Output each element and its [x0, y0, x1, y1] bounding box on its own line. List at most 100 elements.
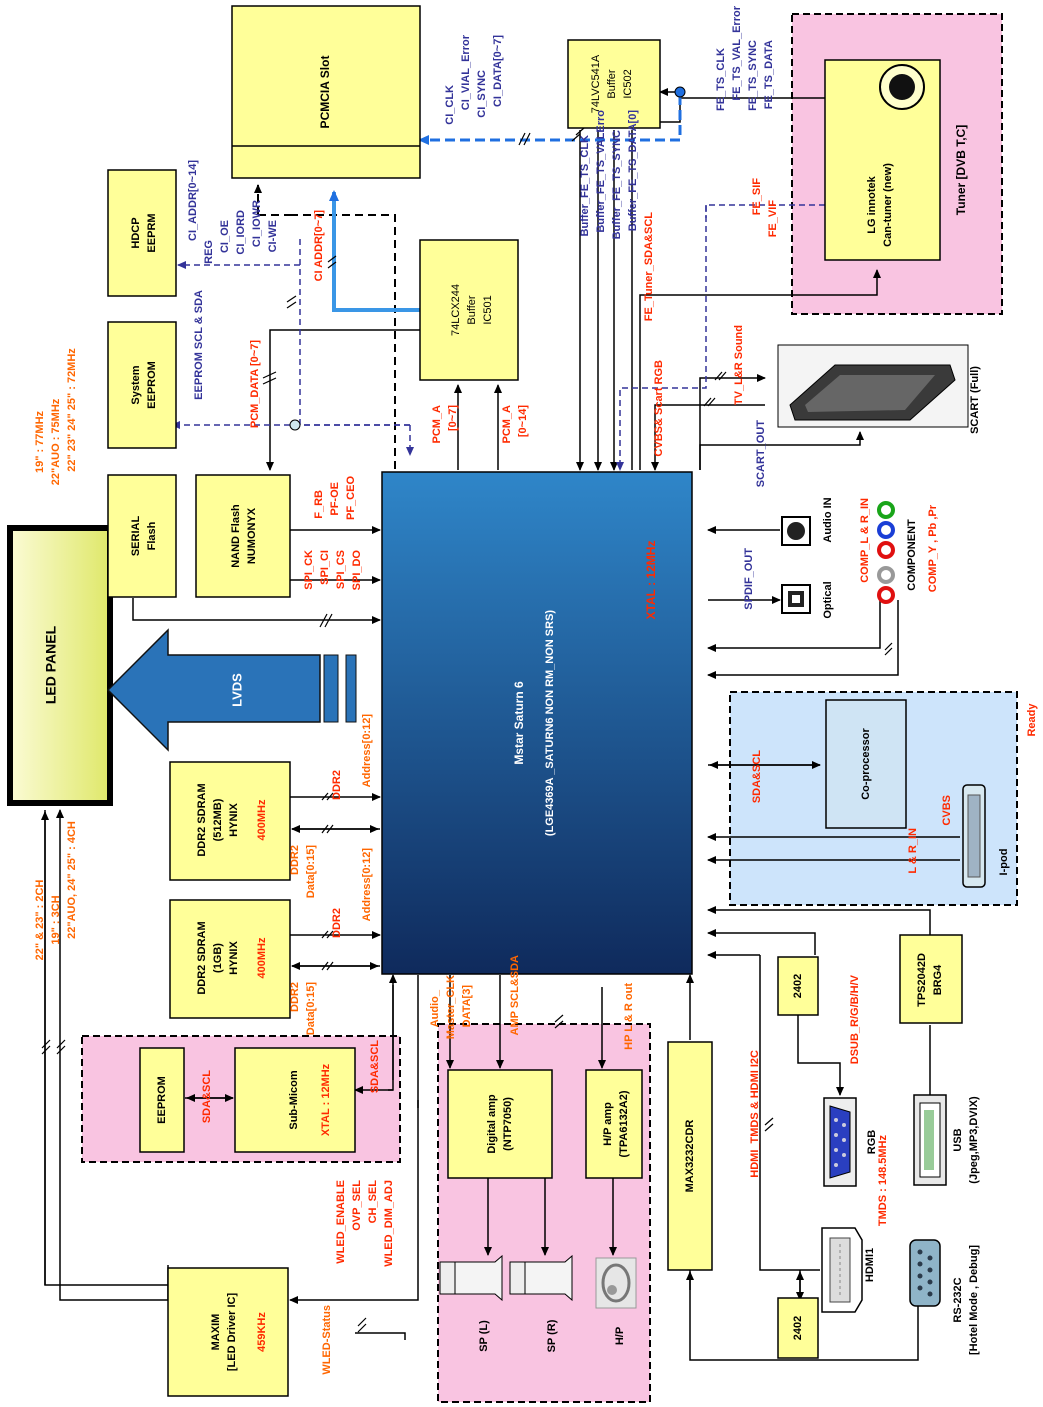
signals-sda-scl-eeprom-label: SDA&SCL: [201, 1070, 213, 1123]
boxes-buf502-2-label: Buffer: [606, 69, 618, 98]
lvds-bar-1: [324, 655, 338, 722]
boxes-tps-2-label: BRG4: [932, 964, 944, 995]
signals-ci-sync-label: CI_SYNC: [476, 70, 488, 118]
signals-tmds-freq-label: TMDS : 148.5MHz: [877, 1135, 889, 1227]
signals-spdif-label: SPDIF_OUT: [743, 548, 755, 610]
boxes-tuner-region-label: Tuner [DVB T,C]: [954, 125, 968, 215]
boxes-pcmcia-label: PCMCIA Slot: [318, 56, 332, 129]
connectors-usb-2-label: (Jpeg,MP3,DVIX): [968, 1096, 980, 1184]
panel-notes-ch3-label: 22"AUO, 24" 25" : 4CH: [66, 821, 78, 939]
signals-buf-fe-val-label: Buffer_FE_TS_VALErro: [595, 110, 607, 233]
signals-reg-label: REG: [203, 240, 215, 264]
hp-amp: [586, 1070, 642, 1178]
signals-fe-ts-clk-label: FE_TS_CLK: [715, 48, 727, 111]
connectors-component-label: COMPONENT: [906, 519, 918, 591]
boxes-nand-1-label: NAND Flash: [230, 504, 242, 568]
signals-ci-addr-07-label: CI ADDR[0~7]: [313, 210, 325, 282]
boxes-buf501-2-label: Buffer: [466, 295, 478, 324]
signals-ch-sel-label: CH_SEL: [367, 1180, 379, 1224]
signals-addr-b-label: Address[0:12]: [361, 848, 373, 922]
signals-audio-data-label: DATA[3]: [461, 985, 473, 1028]
signals-cvbs-scart-label: CVBS& Scart RGB: [653, 360, 665, 457]
nand-flash: [196, 475, 290, 597]
boxes-hdcp-2-label: EEPRM: [146, 213, 158, 252]
connectors-ipod-label: I-pod: [998, 849, 1010, 876]
signals-amp-scl-label: AMP SCL&SDA: [509, 955, 521, 1036]
boxes-ddr-1g-4-label: 400MHz: [256, 937, 268, 978]
boxes-ddr-1g-1-label: DDR2 SDRAM: [196, 921, 208, 994]
signals-eeprom-scl-label: EEPROM SCL & SDA: [193, 290, 205, 400]
boxes-buf502-3-label: IC502: [622, 69, 634, 98]
rgb-dsub-connector: [824, 1098, 856, 1186]
signals-cvbs-label: CVBS: [941, 795, 953, 826]
boxes-sys-eeprom-1-label: System: [130, 365, 142, 404]
signals-scart-out-label: SCART_OUT: [755, 420, 767, 488]
signals-spi-ck-label: SPI_CK: [303, 550, 315, 590]
signals-fe-ts-data-label: FE_TS_DATA: [763, 40, 775, 109]
boxes-ddr-512-4-label: 400MHz: [256, 799, 268, 840]
boxes-maxim-2-label: [LED Driver IC]: [226, 1293, 238, 1372]
boxes-tps-1-label: TPS2042D: [916, 953, 928, 1007]
boxes-tuner-2-label: Can-tuner (new): [882, 163, 894, 247]
boxes-dig-amp-1-label: Digital amp: [486, 1094, 498, 1154]
boxes-buf501-3-label: IC501: [482, 295, 494, 324]
boxes-max3232-label: MAX3232CDR: [684, 1120, 696, 1193]
signals-ci-vial-label: CI_VIAL_Error: [460, 34, 472, 110]
scart-connector: [778, 345, 968, 427]
signals-ci-we-label: CI-WE: [267, 220, 279, 252]
boxes-ddr-512-2-label: (512MB): [212, 798, 224, 841]
system-eeprom: [108, 322, 176, 448]
boxes-hp-amp-1-label: H/P amp: [602, 1102, 614, 1146]
signals-addr-a-label: Address[0:12]: [361, 714, 373, 788]
signals-fe-ts-val-label: FE_TS_VAL_Error: [731, 5, 743, 100]
signals-ovp-sel-label: OVP_SEL: [351, 1180, 363, 1231]
signals-comp-lr-label: COMP_L & R_IN: [859, 498, 871, 583]
boxes-ddr-1g-2-label: (1GB): [212, 943, 224, 973]
signals-buf-fe-clk-label: Buffer_FE_TS_CLK: [579, 135, 591, 237]
signals-audio-master2-label: Master_CLK: [445, 975, 457, 1039]
boxes-chip2402-bottom-label: 2402: [792, 1316, 804, 1340]
audio-in-jack: [782, 517, 810, 545]
component-jacks: [879, 503, 893, 602]
digital-amp: [448, 1070, 552, 1178]
signals-spi-cs-label: SPI_CS: [335, 550, 347, 589]
lvds-arrow: [108, 630, 320, 750]
signals-fe-vif-label: FE_VIF: [767, 200, 779, 238]
boxes-ddr-512-1-label: DDR2 SDRAM: [196, 783, 208, 856]
optical-jack: [782, 585, 810, 613]
signals-ci-oe-label: CI_OE: [219, 220, 231, 253]
connectors-rs232-1-label: RS-232C: [952, 1277, 964, 1322]
main-soc-part: (LGE4369A _SATURN6 NON RM_NON SRS): [544, 610, 556, 836]
speaker-right: [510, 1256, 572, 1300]
led-panel: [10, 528, 110, 803]
boxes-coproc-label: Co-processor: [860, 728, 872, 800]
signals-wled-enable-label: WLED_ENABLE: [335, 1180, 347, 1264]
signals-pf-oe-label: PF-OE: [329, 482, 341, 516]
boxes-serial-flash-1-label: SERIAL: [130, 516, 142, 557]
connectors-hdmi-label: HDMI1: [864, 1248, 876, 1282]
rs232-connector: [910, 1240, 940, 1306]
main-soc-title: Mstar Saturn 6: [512, 681, 526, 765]
signals-buf-fe-data-label: Buffer_FE_TS_DATA[0]: [627, 110, 639, 232]
boxes-submicom-xtal-label: XTAL : 12MHz: [320, 1063, 332, 1136]
boxes-ddr-512-3-label: HYNIX: [228, 803, 240, 837]
boxes-serial-flash-2-label: Flash: [146, 521, 158, 550]
signals-audio-master1-label: Audio_: [429, 989, 441, 1027]
boxes-ddr-1g-3-label: HYNIX: [228, 941, 240, 975]
signals-ddr2-data-a2-label: Data[0:15]: [305, 845, 317, 899]
boxes-ready-label: Ready: [1026, 703, 1038, 737]
signals-fe-tuner-label: FE_Tuner_SDA&SCL: [643, 212, 655, 321]
signals-spi-do-label: SPI_DO: [351, 550, 363, 591]
signals-comp-ypbpr-label: COMP_Y , Pb ,Pr: [927, 504, 939, 592]
panel-notes-freq3-label: 22" 23" 24" 25" : 72MHz: [66, 348, 78, 472]
boxes-buf501-1-label: 74LCX244: [450, 284, 462, 336]
connectors-audio-in-label: Audio IN: [822, 497, 834, 542]
signals-ci-iowr-label: CI_IOWR: [251, 200, 263, 247]
signals-ci-clk-label: CI_CLK: [444, 85, 456, 125]
boxes-eeprom-label: EEPROM: [156, 1076, 168, 1124]
signals-f-rb-label: F_RB: [313, 490, 325, 519]
main-soc-xtal: XTAL : 12MHz: [644, 541, 658, 620]
hdcp-eeprom: [108, 170, 176, 296]
signals-ddr2-data-b2-label: Data[0:15]: [305, 982, 317, 1036]
